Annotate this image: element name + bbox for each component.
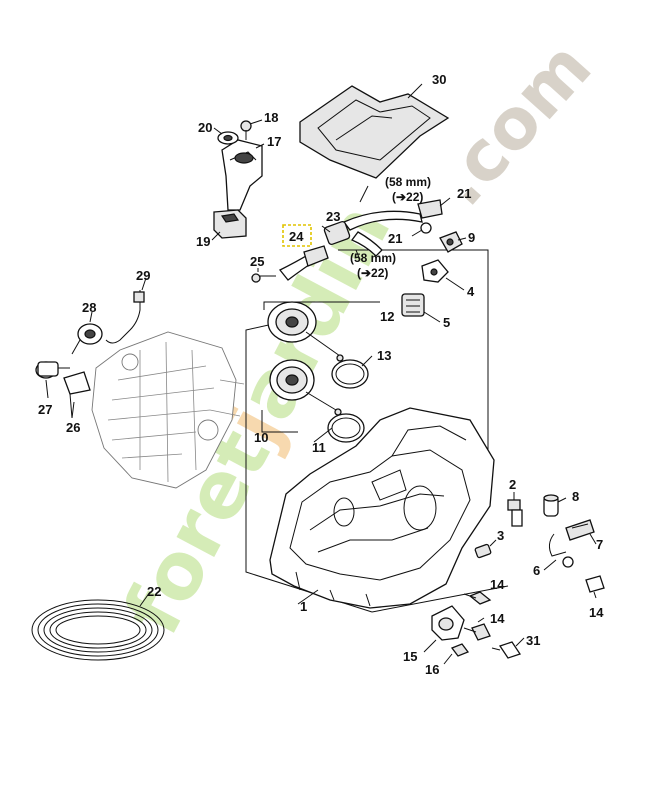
callout-13: 13 xyxy=(377,348,391,363)
part-22-coil xyxy=(31,591,165,661)
part-24-highlight xyxy=(282,224,312,247)
callout-28: 28 xyxy=(82,300,96,315)
callout-21b: 21 xyxy=(388,231,402,246)
callout-31: 31 xyxy=(526,633,540,648)
callout-11: 11 xyxy=(312,440,326,455)
callout-9: 9 xyxy=(468,230,475,245)
hose-upper-length: (58 mm) xyxy=(385,175,431,189)
callout-19: 19 xyxy=(196,234,210,249)
part-1-housing xyxy=(269,407,495,609)
hose-lower-ref: (➔22) xyxy=(357,266,388,280)
callout-25: 25 xyxy=(250,254,264,269)
callout-26: 26 xyxy=(66,420,80,435)
engine-ghost xyxy=(91,331,245,489)
callout-16: 16 xyxy=(425,662,439,677)
part-hoses-group xyxy=(251,185,451,283)
part-bearing-group xyxy=(261,301,380,443)
callout-10: 10 xyxy=(254,430,268,445)
callout-14a: 14 xyxy=(490,577,505,592)
callout-3: 3 xyxy=(497,528,504,543)
watermark-dotcom: .com xyxy=(420,26,607,221)
callout-22: 22 xyxy=(147,584,161,599)
callout-4: 4 xyxy=(467,284,475,299)
part-filter-group xyxy=(401,231,467,323)
hose-notes: (58 mm) (➔22) (58 mm) (➔22) xyxy=(350,175,431,280)
hose-lower-length: (58 mm) xyxy=(350,251,396,265)
callout-23: 23 xyxy=(326,209,340,224)
part-30-cover xyxy=(299,83,450,179)
callout-8: 8 xyxy=(572,489,579,504)
frame-line-right xyxy=(338,249,489,500)
part-ignition-group xyxy=(35,277,147,419)
callout-24: 24 xyxy=(289,229,304,244)
callout-7: 7 xyxy=(596,537,603,552)
callout-27: 27 xyxy=(38,402,52,417)
callout-30: 30 xyxy=(432,72,446,87)
part-right-fittings xyxy=(474,492,597,571)
frame-line-bottom xyxy=(371,585,509,613)
callout-18: 18 xyxy=(264,110,278,125)
callout-6: 6 xyxy=(533,563,540,578)
callout-15: 15 xyxy=(403,649,417,664)
callout-1: 1 xyxy=(300,599,307,614)
callout-20: 20 xyxy=(198,120,212,135)
hose-upper-ref: (➔22) xyxy=(392,190,423,204)
callout-2: 2 xyxy=(509,477,516,492)
callout-29: 29 xyxy=(136,268,150,283)
callout-12: 12 xyxy=(380,309,394,324)
callout-17: 17 xyxy=(267,134,281,149)
part-bolts-group xyxy=(423,575,605,665)
callout-labels: 1 2 3 4 5 6 7 8 9 10 11 12 13 14 14 14 1… xyxy=(38,72,604,677)
callout-21a: 21 xyxy=(457,186,471,201)
callout-14b: 14 xyxy=(490,611,505,626)
callout-5: 5 xyxy=(443,315,450,330)
callout-14c: 14 xyxy=(589,605,604,620)
part-17-handle-group xyxy=(211,119,265,241)
